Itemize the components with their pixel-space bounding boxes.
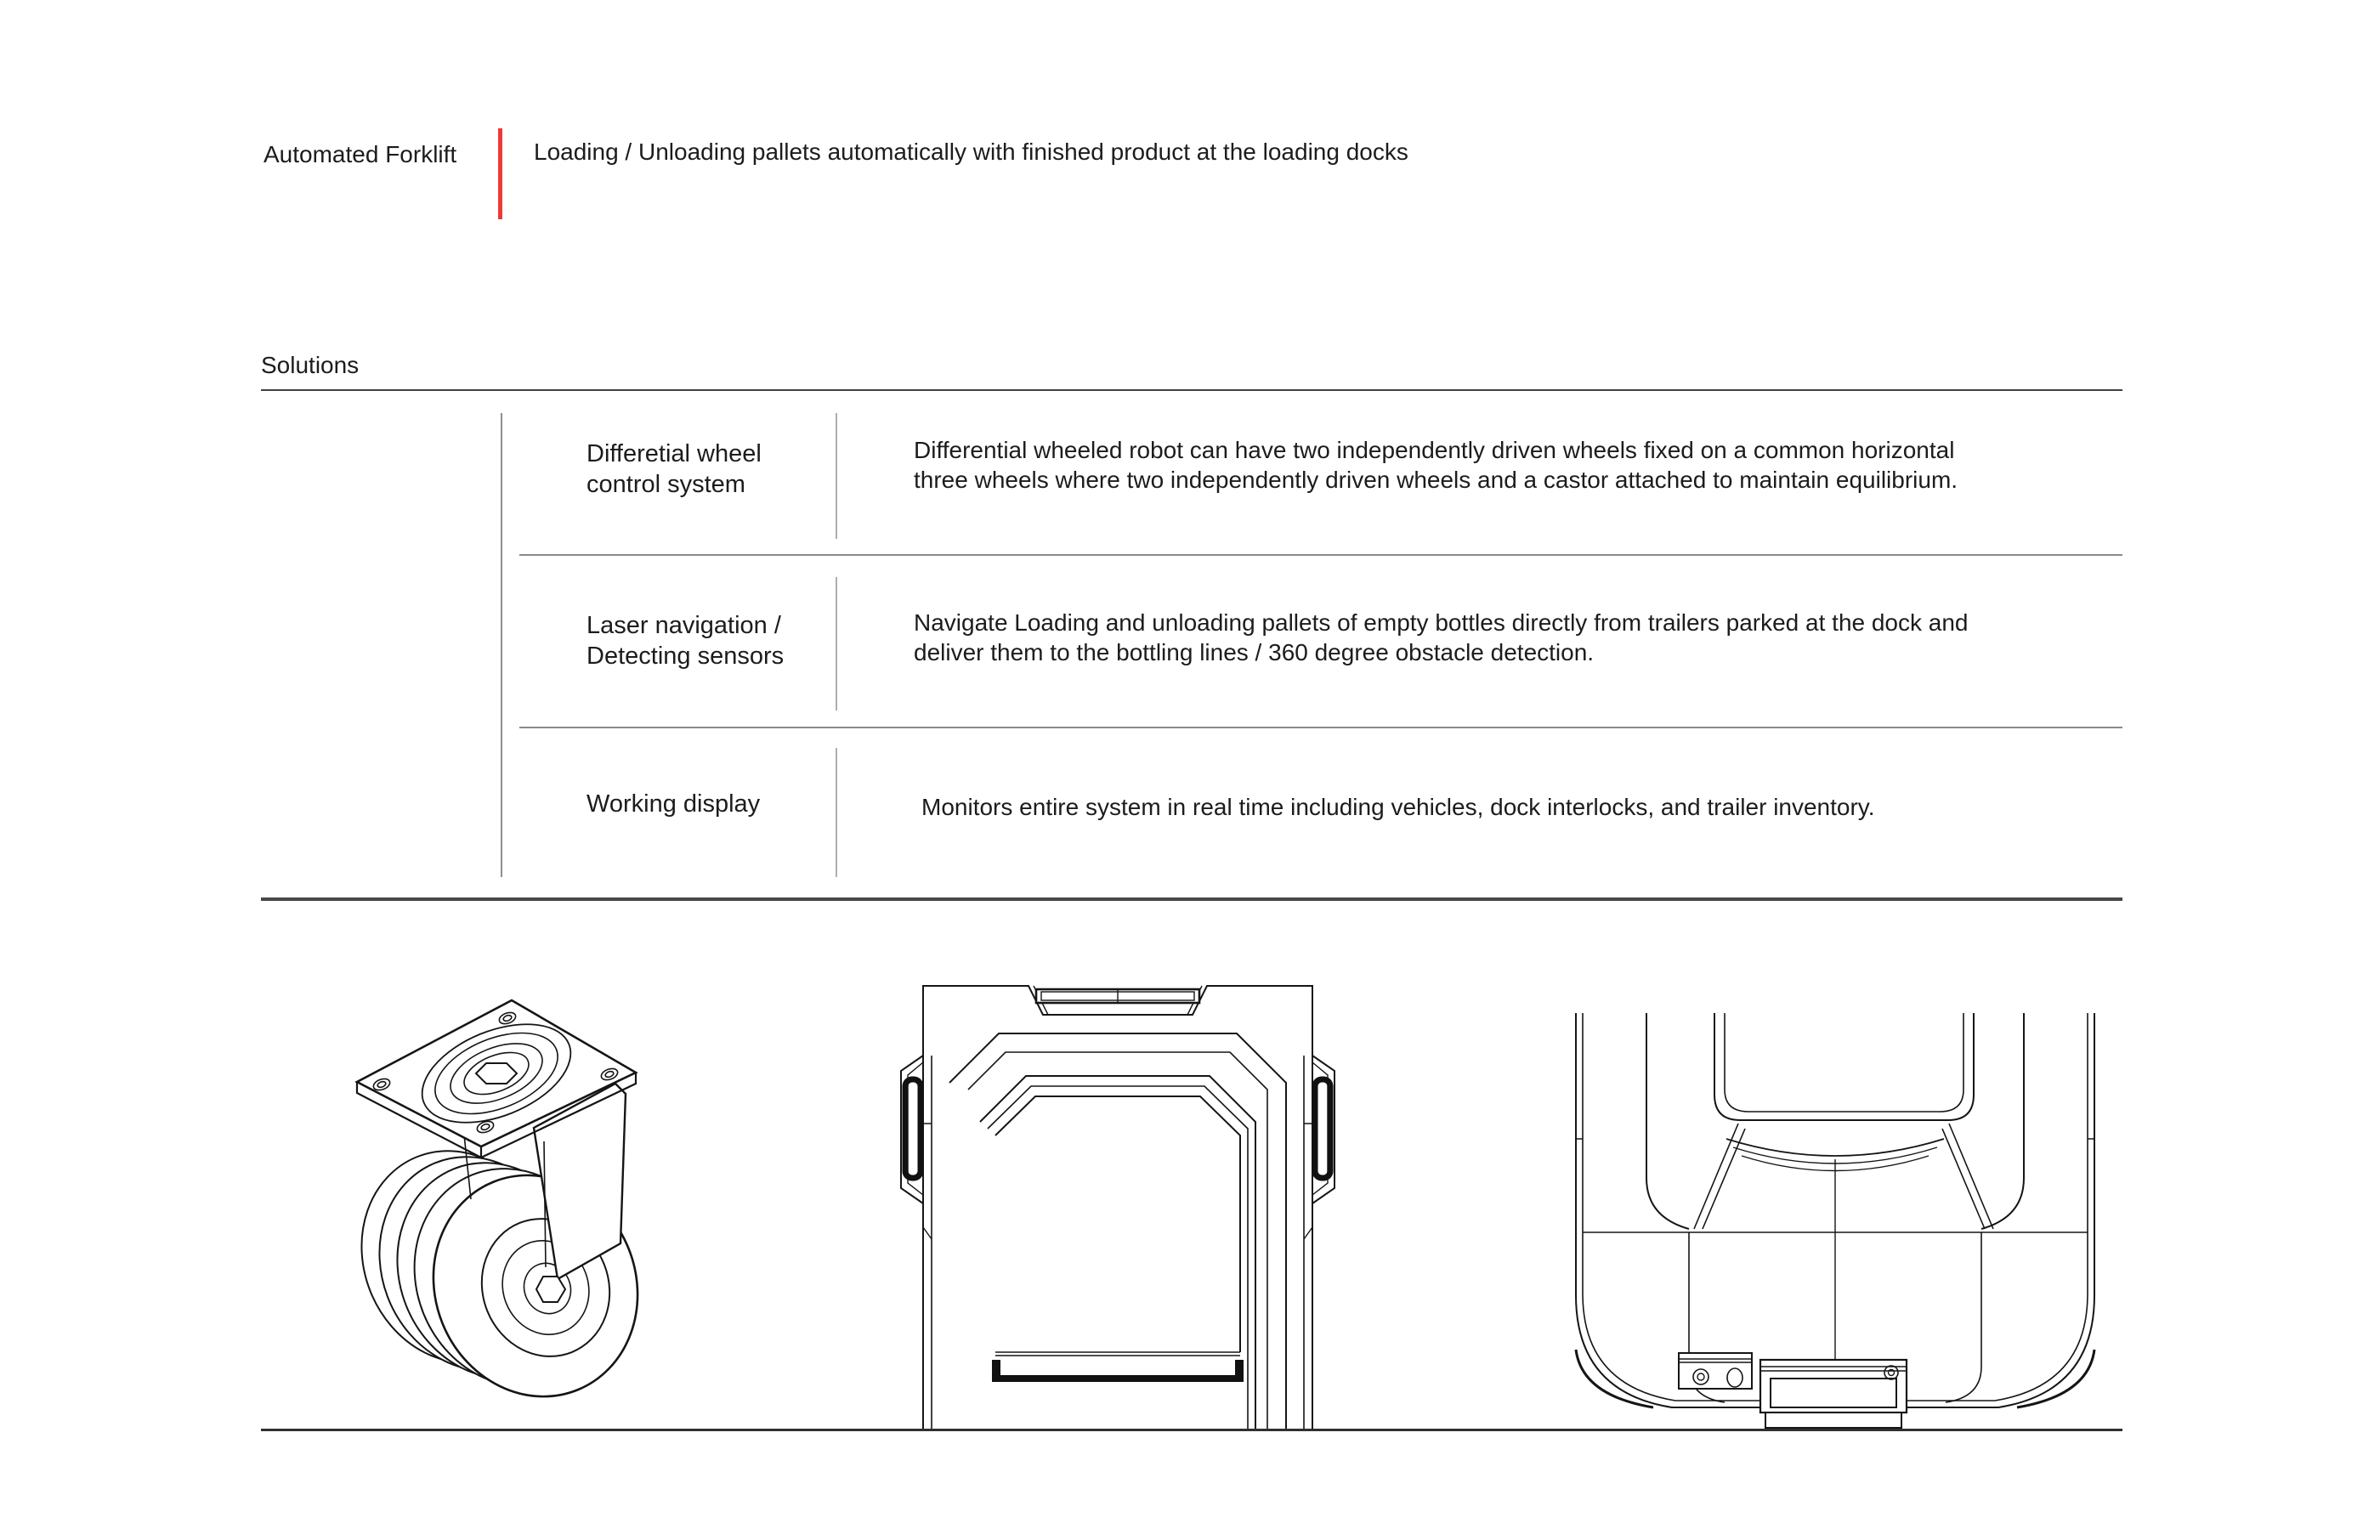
column-divider-row2: [836, 577, 837, 711]
solution-desc-differential-wheel: Differential wheeled robot can have two …: [914, 435, 2121, 495]
caster-wheel-isometric-drawing: [332, 990, 672, 1415]
page-title: Automated Forklift: [264, 141, 457, 167]
desc-line: Differential wheeled robot can have two …: [914, 437, 1955, 463]
column-divider-row1: [836, 413, 837, 539]
row-divider-1: [519, 554, 2122, 556]
table-left-vertical-rule: [501, 413, 502, 877]
solutions-top-rule: [261, 389, 2122, 391]
accent-divider-bar: [498, 128, 502, 219]
label-line: Differetial wheel: [586, 440, 762, 467]
solutions-heading: Solutions: [261, 352, 360, 378]
solution-desc-laser-navigation: Navigate Loading and unloading pallets o…: [914, 608, 2121, 667]
desc-line: three wheels where two independently dri…: [914, 467, 1958, 493]
label-line: control system: [586, 471, 745, 498]
desc-line: Navigate Loading and unloading pallets o…: [914, 609, 1969, 636]
row-divider-2: [519, 727, 2122, 728]
solution-label-differential-wheel: Differetial wheel control system: [586, 439, 833, 500]
robot-front-view-drawing: [892, 974, 1343, 1433]
solution-label-laser-navigation: Laser navigation / Detecting sensors: [586, 610, 833, 671]
robot-bottom-view-drawing: [1568, 1013, 2102, 1431]
desc-line: Monitors entire system in real time incl…: [921, 794, 1875, 820]
solution-desc-working-display: Monitors entire system in real time incl…: [921, 792, 2128, 822]
table-bottom-rule: [261, 897, 2122, 901]
ground-baseline-rule: [261, 1429, 2122, 1431]
label-line: Laser navigation /: [586, 612, 781, 639]
label-line: Detecting sensors: [586, 643, 785, 670]
desc-line: deliver them to the bottling lines / 360…: [914, 639, 1595, 665]
label-line: Working display: [586, 790, 761, 818]
solution-label-working-display: Working display: [586, 789, 833, 819]
column-divider-row3: [836, 748, 837, 877]
page-subtitle: Loading / Unloading pallets automaticall…: [534, 139, 1408, 165]
